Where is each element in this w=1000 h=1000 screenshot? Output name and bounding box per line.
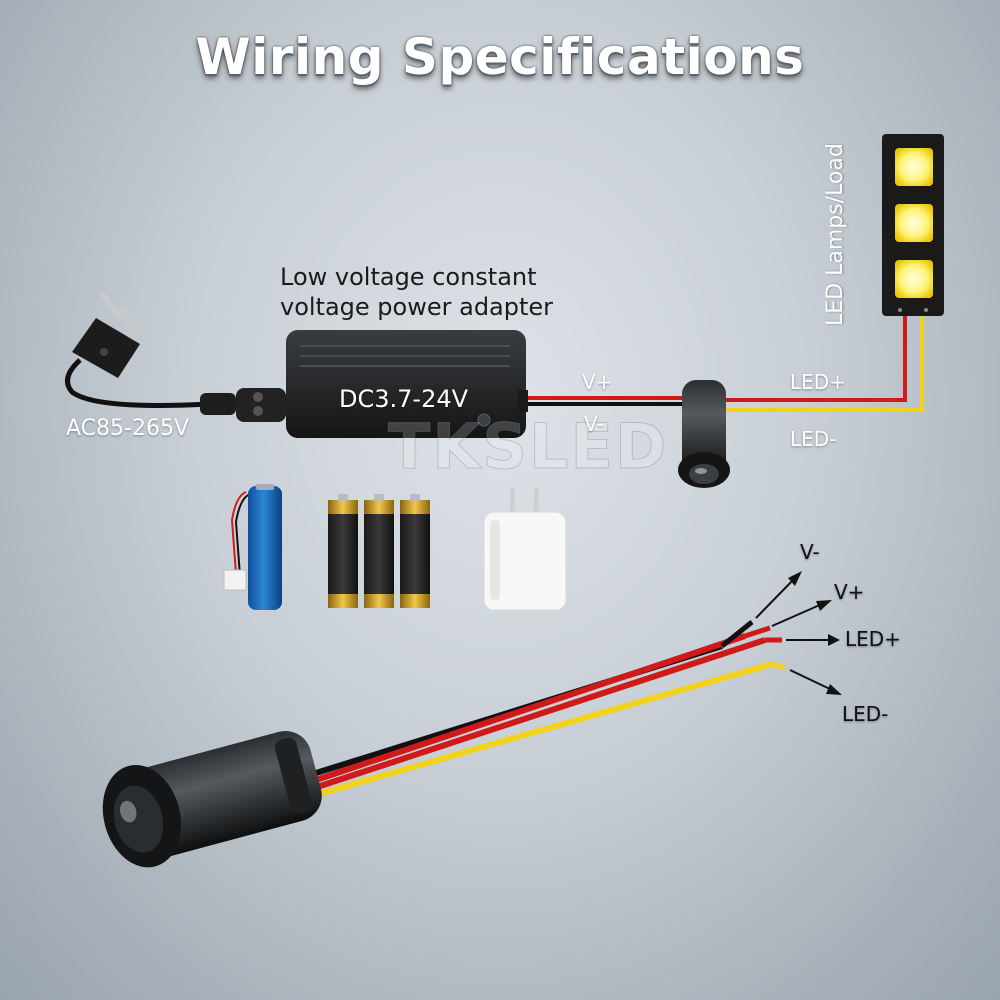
bottom-v-plus-label: V+ xyxy=(834,580,865,604)
arrow-v-plus-icon xyxy=(771,600,832,627)
top-v-minus-label: V- xyxy=(584,412,604,436)
arrow-led-minus-icon xyxy=(789,669,842,695)
arrow-v-minus-icon xyxy=(755,571,802,619)
load-label: LED Lamps/Load xyxy=(823,143,848,326)
usb-charger xyxy=(483,488,567,611)
led-module xyxy=(882,134,944,316)
top-led-minus-label: LED- xyxy=(790,427,837,451)
arrow-led-plus-icon xyxy=(786,634,840,646)
bottom-v-minus-label: V- xyxy=(800,540,820,564)
adapter-voltage-label: DC3.7-24V xyxy=(339,385,469,413)
power-adapter-box xyxy=(286,330,528,438)
adapter-caption-line1: Low voltage constant xyxy=(280,263,537,291)
small-sensor xyxy=(678,380,730,488)
aa-batteries xyxy=(328,494,430,608)
input-voltage-label: AC85-265V xyxy=(66,416,189,441)
top-wires xyxy=(528,310,924,412)
battery-18650 xyxy=(223,484,282,610)
arrow-icons xyxy=(755,571,842,695)
adapter-caption: Low voltage constant voltage power adapt… xyxy=(280,262,553,322)
top-led-plus-label: LED+ xyxy=(790,370,846,394)
large-sensor-cable xyxy=(299,620,786,799)
page-title: Wiring Specifications xyxy=(195,28,805,86)
bottom-led-minus-label: LED- xyxy=(842,702,889,726)
large-sensor xyxy=(102,731,322,868)
plug-icon xyxy=(65,291,211,408)
top-v-plus-label: V+ xyxy=(582,370,613,394)
adapter-connector xyxy=(200,388,286,422)
adapter-caption-line2: voltage power adapter xyxy=(280,293,554,321)
bottom-led-plus-label: LED+ xyxy=(845,627,901,651)
watermark: TKSLED xyxy=(387,410,669,484)
